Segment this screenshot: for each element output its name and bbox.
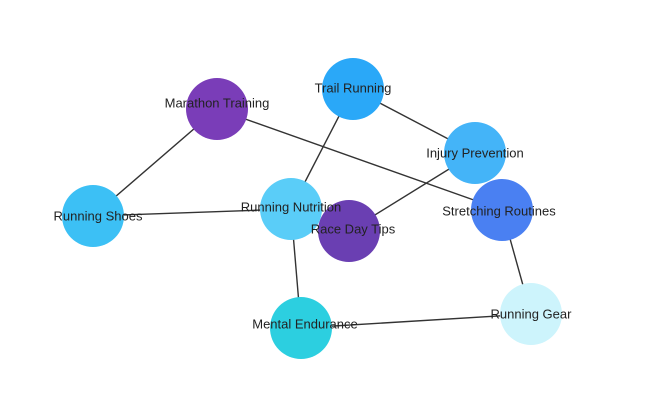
node-marathon[interactable] xyxy=(186,78,248,140)
node-raceday[interactable] xyxy=(318,200,380,262)
node-gear[interactable] xyxy=(500,283,562,345)
node-label-stretching: Stretching Routines xyxy=(442,203,556,218)
node-mental[interactable] xyxy=(270,297,332,359)
node-stretching[interactable] xyxy=(471,179,533,241)
node-injury[interactable] xyxy=(444,122,506,184)
node-layer xyxy=(62,58,562,359)
node-label-trail: Trail Running xyxy=(315,80,392,95)
edge-mental-gear xyxy=(300,313,532,329)
node-label-gear: Running Gear xyxy=(491,306,573,321)
node-nutrition[interactable] xyxy=(260,178,322,240)
node-shoes[interactable] xyxy=(62,185,124,247)
node-label-shoes: Running Shoes xyxy=(54,208,143,223)
node-label-marathon: Marathon Training xyxy=(165,95,270,110)
edge-shoes-nutrition xyxy=(92,208,292,217)
node-label-mental: Mental Endurance xyxy=(252,316,358,331)
node-label-nutrition: Running Nutrition xyxy=(241,199,341,214)
node-trail[interactable] xyxy=(322,58,384,120)
edge-marathon-stretching xyxy=(216,108,503,211)
node-label-injury: Injury Prevention xyxy=(426,145,524,160)
node-label-raceday: Race Day Tips xyxy=(311,221,396,236)
